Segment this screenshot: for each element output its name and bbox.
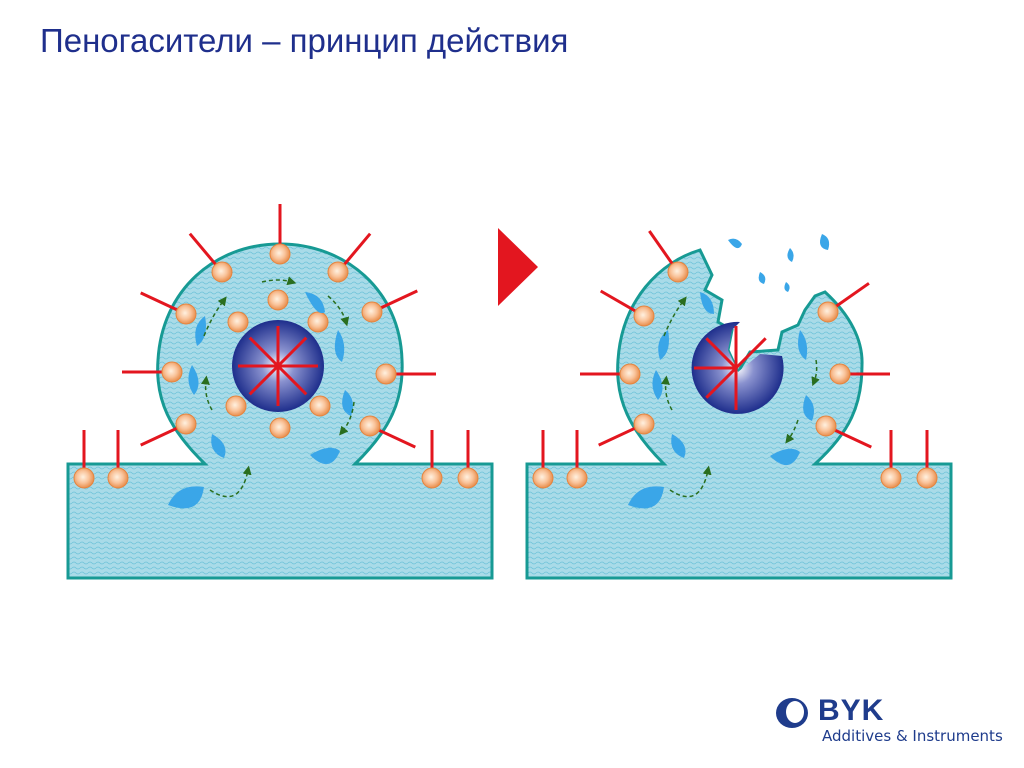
inner-surfactant-head: [307, 311, 329, 333]
transition-arrow: [498, 228, 538, 306]
defoamer-surfactant-tail: [248, 364, 280, 396]
water-droplet: [700, 292, 714, 314]
inner-surfactant-head: [225, 395, 247, 417]
bubble-surfactant-head: [667, 261, 689, 283]
water-droplet: [188, 365, 199, 395]
water-droplet: [652, 370, 663, 400]
byk-logo-mark: [776, 698, 808, 728]
water-droplet: [803, 395, 814, 421]
flying-droplet: [758, 272, 766, 284]
water-droplet: [671, 434, 686, 458]
bubble-surfactant-head: [633, 413, 655, 435]
bubble-surfactant-head: [633, 305, 655, 327]
flow-arrow: [785, 419, 799, 444]
defoamer-surfactant-tail: [705, 366, 738, 399]
flying-droplet: [728, 238, 742, 249]
inner-surfactant-head: [269, 417, 291, 439]
bubble-surfactant-head: [359, 415, 381, 437]
water-droplet: [334, 330, 345, 362]
flow-arrow: [261, 276, 297, 286]
surface-surfactant-head: [421, 467, 443, 489]
bubble-surfactant-head: [175, 303, 197, 325]
bubble-surfactant-head: [175, 413, 197, 435]
bubble-surfactant-head: [829, 363, 851, 385]
bubble-surfactant-head: [327, 261, 349, 283]
bubble-surfactant-head: [815, 415, 837, 437]
water-droplet: [211, 434, 226, 458]
water-droplet: [628, 486, 664, 509]
flying-droplet: [787, 248, 794, 262]
water-droplet: [770, 448, 800, 466]
water-droplet: [342, 390, 353, 416]
flow-arrow: [200, 375, 213, 411]
logo-name: BYK: [818, 694, 885, 727]
byk-logo: BYK Additives & Instruments: [774, 694, 1014, 754]
surface-surfactant-head: [107, 467, 129, 489]
bubble-surfactant-head: [375, 363, 397, 385]
flow-arrow: [663, 296, 687, 337]
surface-surfactant-head: [73, 467, 95, 489]
inner-surfactant-head: [309, 395, 331, 417]
inner-surfactant-head: [227, 311, 249, 333]
water-droplet: [305, 292, 325, 314]
bubble-surfactant-head: [817, 301, 839, 323]
flow-arrow: [339, 401, 355, 436]
flow-arrow: [327, 295, 350, 327]
water-droplet: [195, 316, 206, 346]
defoamer-surfactant-tail: [276, 364, 308, 396]
panel-after: [525, 248, 953, 580]
bubble-surfactant-head: [161, 361, 183, 383]
surface-surfactant-head: [532, 467, 554, 489]
flying-droplet: [784, 282, 790, 292]
surface-surfactant-head: [916, 467, 938, 489]
defoamer-surfactant-tail: [734, 337, 767, 370]
logo-tagline: Additives & Instruments: [822, 727, 1003, 745]
water-droplet: [310, 447, 340, 465]
water-droplet: [798, 330, 808, 360]
bubble-surfactant-head: [619, 363, 641, 385]
flow-arrow: [660, 375, 673, 411]
flying-droplet: [820, 234, 830, 250]
defoamer-surfactant-tail: [276, 336, 308, 368]
bubble-surfactant-head: [361, 301, 383, 323]
flow-arrow: [811, 359, 820, 387]
page-title: Пеногасители – принцип действия: [40, 22, 569, 59]
flow-arrow: [203, 296, 227, 337]
defoamer-surfactant-tail: [705, 337, 738, 370]
surface-surfactant-head: [880, 467, 902, 489]
water-droplet: [658, 330, 669, 360]
inner-surfactant-head: [267, 289, 289, 311]
bubble-surfactant-head: [211, 261, 233, 283]
bubble-surfactant-head: [269, 243, 291, 265]
water-droplet: [168, 486, 204, 509]
defoamer-surfactant-tail: [248, 336, 280, 368]
surface-surfactant-head: [566, 467, 588, 489]
surface-surfactant-head: [457, 467, 479, 489]
